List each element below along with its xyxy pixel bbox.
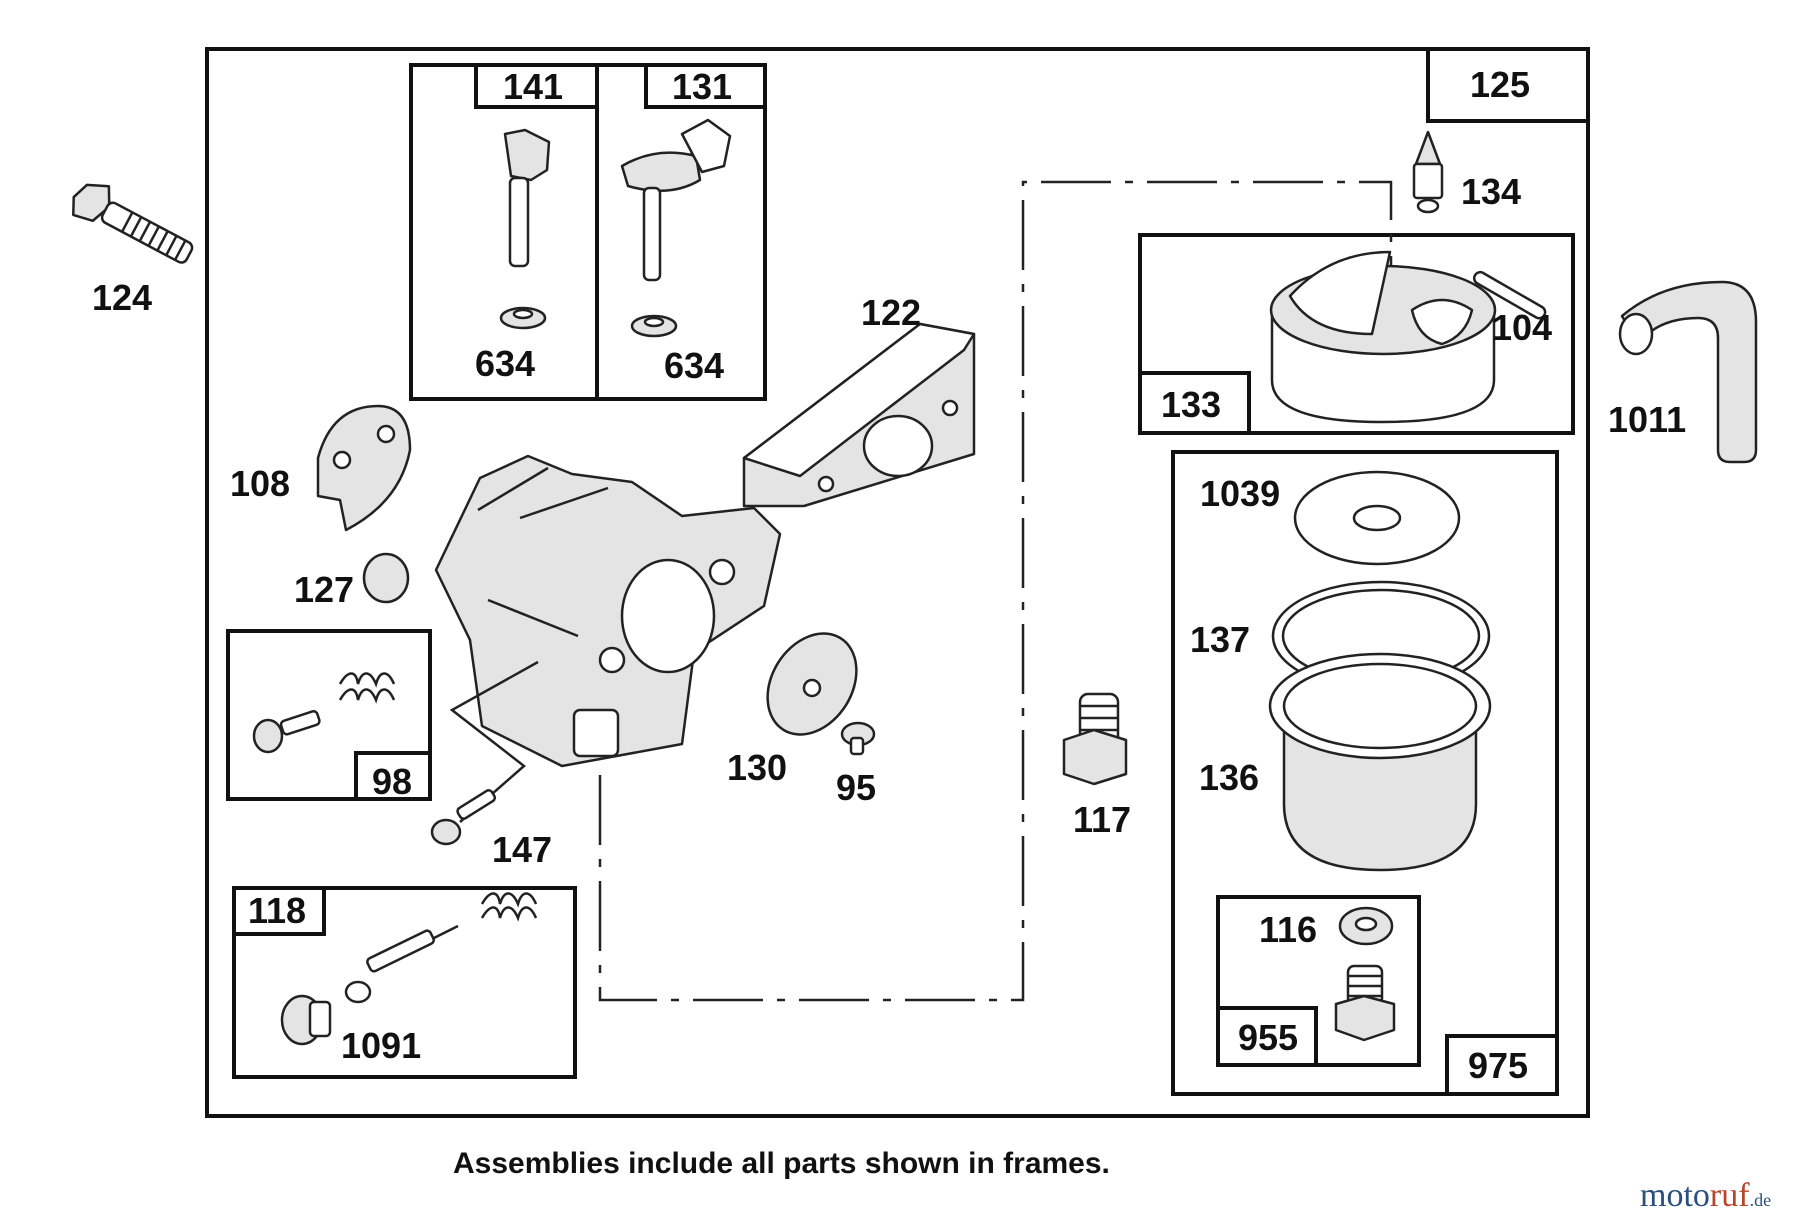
label-118: 118 (248, 890, 306, 931)
float-133-icon (1269, 250, 1497, 424)
label-98: 98 (372, 761, 412, 802)
label-134: 134 (1461, 171, 1521, 212)
label-131: 131 (672, 66, 732, 107)
hose-1011-icon (1618, 280, 1758, 464)
bolt-124-icon (72, 183, 194, 264)
screw-95-icon (840, 721, 876, 756)
label-125: 125 (1470, 64, 1530, 105)
gasket-130-icon (766, 632, 858, 736)
label-116: 116 (1259, 909, 1317, 950)
routing-line (598, 180, 1393, 1002)
frame-118 (232, 886, 577, 1079)
label-124: 124 (92, 277, 152, 318)
shutter-108-icon (316, 404, 412, 532)
frame-98 (226, 629, 432, 801)
label-133: 133 (1161, 384, 1221, 425)
choke-shaft-131-icon (620, 118, 732, 338)
frame-131-tag (644, 63, 767, 109)
gasket-1039-icon (1293, 470, 1461, 566)
fitting-117-icon (1062, 692, 1128, 786)
label-117: 117 (1073, 799, 1131, 840)
main-frame (205, 47, 1590, 1118)
watermark: motoruf.de (1640, 1177, 1771, 1214)
label-955: 955 (1238, 1017, 1298, 1058)
watermark-part1: moto (1640, 1177, 1710, 1214)
watermark-part2: ruf (1710, 1177, 1750, 1214)
label-108: 108 (230, 463, 290, 504)
label-137: 137 (1190, 619, 1250, 660)
label-127: 127 (294, 569, 354, 610)
needle-134-icon (1412, 130, 1444, 214)
label-130: 130 (727, 747, 787, 788)
screw-147-icon (430, 660, 539, 846)
frame-955 (1216, 895, 1421, 1067)
label-122: 122 (861, 292, 921, 333)
mixture-screw-1091-icon (280, 892, 538, 1046)
pin-104-icon (1472, 270, 1547, 320)
label-975: 975 (1468, 1045, 1528, 1086)
label-147: 147 (492, 829, 552, 870)
plug-127-icon (362, 552, 410, 604)
frame-975-tag (1445, 1034, 1559, 1096)
carburetor-body-icon (434, 454, 782, 768)
washer-116-icon (1338, 906, 1394, 946)
label-95: 95 (836, 767, 876, 808)
throttle-shaft-141-icon (499, 128, 551, 330)
watermark-suffix: .de (1750, 1190, 1772, 1210)
float-bowl-136-icon (1268, 652, 1492, 872)
label-136: 136 (1199, 757, 1259, 798)
label-634-a: 634 (475, 343, 535, 384)
frame-955-tag (1216, 1006, 1318, 1067)
frame-98-tag (354, 751, 432, 801)
spacer-122-icon (742, 322, 976, 508)
label-104: 104 (1492, 307, 1552, 348)
frame-133-tag (1138, 371, 1251, 435)
label-141: 141 (503, 66, 563, 107)
assemblies-footnote: Assemblies include all parts shown in fr… (453, 1147, 1110, 1180)
frame-975 (1171, 450, 1559, 1096)
bowl-bolt-955-icon (1334, 964, 1396, 1042)
frame-125-tag (1426, 47, 1590, 123)
idle-screw-98-icon (252, 672, 396, 754)
frame-133 (1138, 233, 1575, 435)
label-1091: 1091 (341, 1025, 421, 1066)
label-634-b: 634 (664, 345, 724, 386)
label-1039: 1039 (1200, 473, 1280, 514)
label-1011: 1011 (1608, 399, 1686, 440)
frame-118-tag (232, 886, 326, 936)
